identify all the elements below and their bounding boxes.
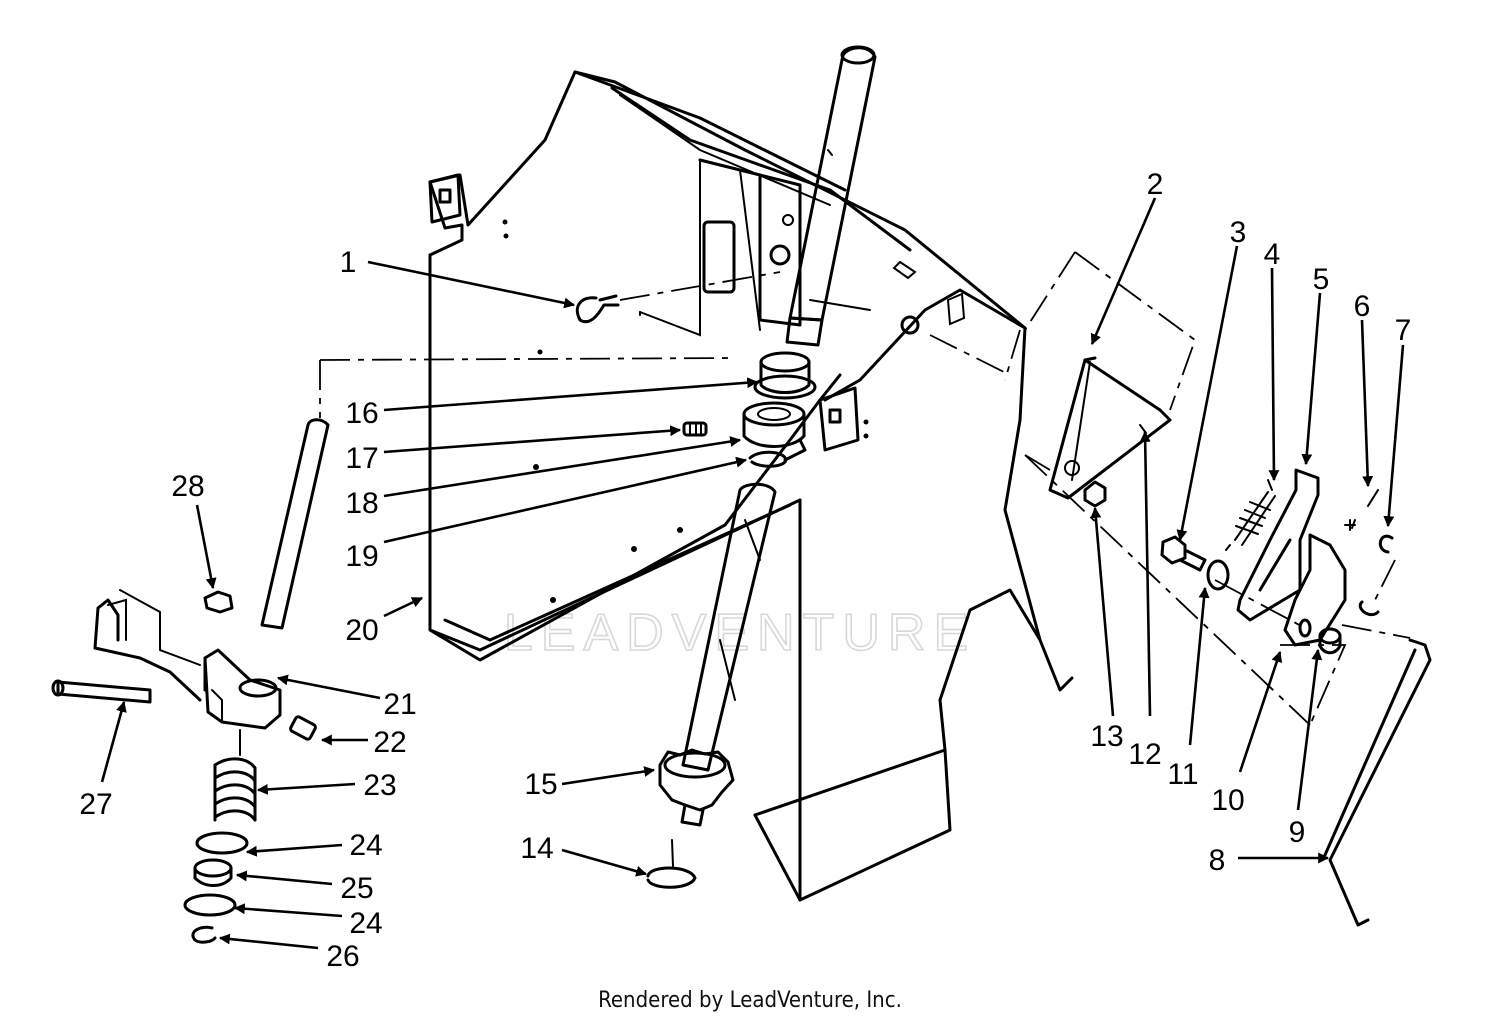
spring-part-4	[1225, 479, 1276, 551]
callout-12: 12	[1128, 430, 1162, 771]
svg-text:17: 17	[345, 442, 378, 475]
svg-text:1: 1	[340, 246, 357, 279]
washer-part-24-upper	[195, 831, 249, 855]
svg-text:22: 22	[373, 726, 406, 759]
svg-text:9: 9	[1289, 816, 1306, 849]
cotter-pin-part-6	[1351, 489, 1379, 529]
callout-8: 8	[1209, 844, 1330, 877]
callout-5: 5	[1301, 263, 1330, 466]
svg-text:23: 23	[363, 769, 396, 802]
e-ring-part-26	[191, 925, 217, 944]
callout-23: 23	[256, 769, 397, 802]
svg-text:18: 18	[345, 487, 378, 520]
callout-7: 7	[1383, 314, 1412, 528]
callout-9: 9	[1289, 648, 1323, 849]
washer-part-7	[1378, 534, 1394, 554]
svg-text:28: 28	[171, 470, 204, 503]
svg-text:11: 11	[1167, 758, 1198, 791]
svg-text:14: 14	[520, 832, 553, 865]
callout-14: 14	[520, 832, 648, 877]
clip-part-19	[748, 450, 788, 468]
callout-27: 27	[79, 700, 127, 821]
callout-18: 18	[345, 436, 742, 520]
svg-text:19: 19	[345, 540, 378, 573]
callout-26: 26	[218, 933, 360, 973]
callout-28: 28	[171, 470, 217, 590]
callout-11: 11	[1167, 586, 1210, 791]
callout-10: 10	[1211, 650, 1283, 817]
pin-part-27	[51, 679, 152, 704]
svg-text:7: 7	[1395, 314, 1412, 347]
hairpin-part-1	[575, 294, 620, 324]
svg-text:24: 24	[349, 907, 382, 940]
svg-text:27: 27	[79, 788, 112, 821]
svg-text:2: 2	[1147, 168, 1164, 201]
set-screw-part-22	[289, 715, 317, 741]
spring-part-23	[213, 729, 257, 822]
svg-text:15: 15	[524, 768, 557, 801]
pinion-gear-part-15	[658, 748, 735, 827]
svg-text:3: 3	[1230, 216, 1247, 249]
svg-text:10: 10	[1211, 784, 1244, 817]
svg-text:4: 4	[1264, 238, 1281, 271]
snap-ring-part-14	[646, 866, 697, 889]
svg-text:16: 16	[345, 397, 378, 430]
svg-text:26: 26	[326, 940, 359, 973]
washer-part-24-lower	[183, 893, 237, 917]
footer-credit: Rendered by LeadVenture, Inc.	[598, 988, 902, 1013]
callout-21: 21	[276, 674, 417, 721]
callout-6: 6	[1354, 290, 1374, 488]
callout-24-lower: 24	[233, 903, 383, 940]
svg-text:5: 5	[1313, 263, 1330, 296]
callout-19: 19	[345, 456, 748, 573]
svg-text:25: 25	[340, 872, 373, 905]
nut-part-25	[193, 858, 233, 887]
washer-part-11	[1206, 559, 1230, 591]
svg-text:8: 8	[1209, 844, 1226, 877]
callout-20: 20	[345, 596, 423, 647]
steering-shaft-lower	[681, 482, 777, 772]
plate-part-10	[1214, 533, 1347, 647]
svg-text:13: 13	[1090, 720, 1123, 753]
spacer-part-9	[1280, 627, 1347, 726]
callout-1: 1	[340, 246, 576, 309]
callout-25: 25	[235, 870, 374, 905]
rod-part-8	[1323, 624, 1432, 927]
svg-text:20: 20	[345, 614, 378, 647]
callout-3: 3	[1176, 216, 1247, 542]
collar-part-18	[742, 401, 806, 448]
callout-22: 22	[320, 726, 407, 759]
steering-shaft-upper	[785, 45, 877, 347]
frame-part-20	[428, 70, 1074, 902]
callout-24-upper: 24	[245, 829, 383, 862]
pedal-bracket	[93, 589, 202, 702]
callout-16: 16	[345, 377, 759, 430]
vertical-pin	[260, 357, 734, 630]
svg-text:12: 12	[1128, 738, 1161, 771]
callout-2: 2	[1090, 168, 1164, 346]
nut-part-28	[203, 590, 234, 614]
set-screw-part-17	[682, 421, 708, 437]
callout-17: 17	[345, 425, 682, 475]
svg-text:24: 24	[349, 829, 382, 862]
callout-15: 15	[524, 766, 656, 801]
callout-4: 4	[1264, 238, 1281, 482]
bracket-part-2	[1024, 251, 1197, 500]
callout-13: 13	[1090, 506, 1124, 753]
svg-text:21: 21	[383, 688, 416, 721]
pivot-block-part-21	[203, 648, 282, 730]
nut-part-13	[1083, 480, 1107, 508]
bushing-part-16	[753, 351, 817, 400]
lever-part-5	[1236, 468, 1320, 622]
bolt-part-3	[1160, 535, 1207, 572]
svg-text:6: 6	[1354, 290, 1371, 323]
